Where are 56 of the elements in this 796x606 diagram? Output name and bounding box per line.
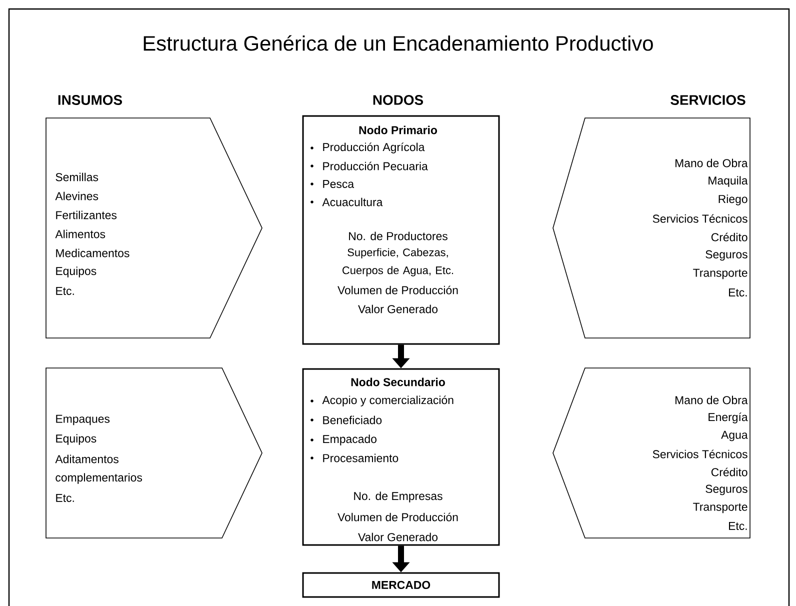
- column-heading: SERVICIOS: [670, 95, 746, 105]
- list-item: Energía: [708, 412, 748, 424]
- bullet-item: Acuacultura: [310, 198, 383, 206]
- node-box: [302, 368, 500, 546]
- list-item: Riego: [718, 194, 748, 206]
- list-item: Etc.: [729, 288, 747, 296]
- list-item: Transporte: [693, 268, 748, 280]
- bullet-item: Pesca: [310, 180, 354, 188]
- list-item: Seguros: [706, 484, 748, 496]
- list-item: Crédito: [711, 232, 748, 242]
- list-item: Aditamentos: [55, 454, 118, 464]
- list-item: Equipos: [56, 434, 96, 445]
- column-heading: INSUMOS: [58, 95, 122, 105]
- list-item: Fertilizantes: [56, 210, 117, 220]
- list-item: Maquila: [708, 176, 748, 187]
- bullet-item: Beneficiado: [310, 416, 382, 424]
- list-item: Mano de Obra: [676, 158, 748, 168]
- service-chevron: [552, 368, 750, 538]
- service-chevron: [552, 118, 750, 338]
- list-item: Alimentos: [55, 230, 106, 238]
- list-item: Equipos: [56, 266, 96, 278]
- list-item: Empaques: [56, 414, 110, 426]
- list-item: Etc.: [729, 522, 747, 530]
- bullet-item: Acopio y comercialización: [310, 396, 454, 406]
- list-item: Medicamentos: [56, 248, 130, 258]
- list-item: Alevines: [55, 192, 98, 200]
- list-item: Agua: [721, 430, 748, 442]
- node-heading: Nodo Primario: [359, 126, 437, 134]
- list-item: Seguros: [706, 250, 748, 261]
- list-item: complementarios: [56, 473, 142, 484]
- bullet-item: Producción Agrícola: [310, 142, 425, 154]
- list-item: Valor Generado: [358, 532, 438, 542]
- list-item: Volumen de Producción: [338, 512, 458, 522]
- list-item: Superficie, Cabezas, Cuerpos de Agua, Etc.: [342, 248, 454, 276]
- list-item: No. de Empresas: [354, 492, 442, 502]
- node-heading: Nodo Secundario: [351, 378, 445, 386]
- list-item: Semillas: [56, 172, 98, 182]
- bullet-item: Empacado: [310, 434, 376, 446]
- list-item: Mano de Obra: [676, 396, 748, 404]
- bullet-item: Procesamiento: [310, 454, 398, 462]
- list-item: Etc.: [56, 494, 74, 502]
- list-item: Valor Generado: [358, 304, 438, 314]
- list-item: Etc.: [56, 287, 74, 295]
- input-chevron: [46, 118, 262, 338]
- list-item: Volumen de Producción: [338, 286, 458, 294]
- node-box: [302, 115, 500, 345]
- list-item: Servicios Técnicos: [652, 450, 748, 458]
- list-item: Servicios Técnicos: [652, 214, 748, 223]
- input-chevron: [46, 368, 262, 538]
- list-item: Crédito: [711, 468, 748, 476]
- list-item: Transporte: [693, 502, 748, 514]
- list-item: No. de Productores: [349, 232, 448, 240]
- bullet-item: Producción Pecuaria: [310, 162, 428, 170]
- node-box: [302, 572, 500, 598]
- node-heading: MERCADO: [372, 580, 430, 590]
- title: Estructura Genérica de un Encadenamiento Productivo: [144, 35, 653, 51]
